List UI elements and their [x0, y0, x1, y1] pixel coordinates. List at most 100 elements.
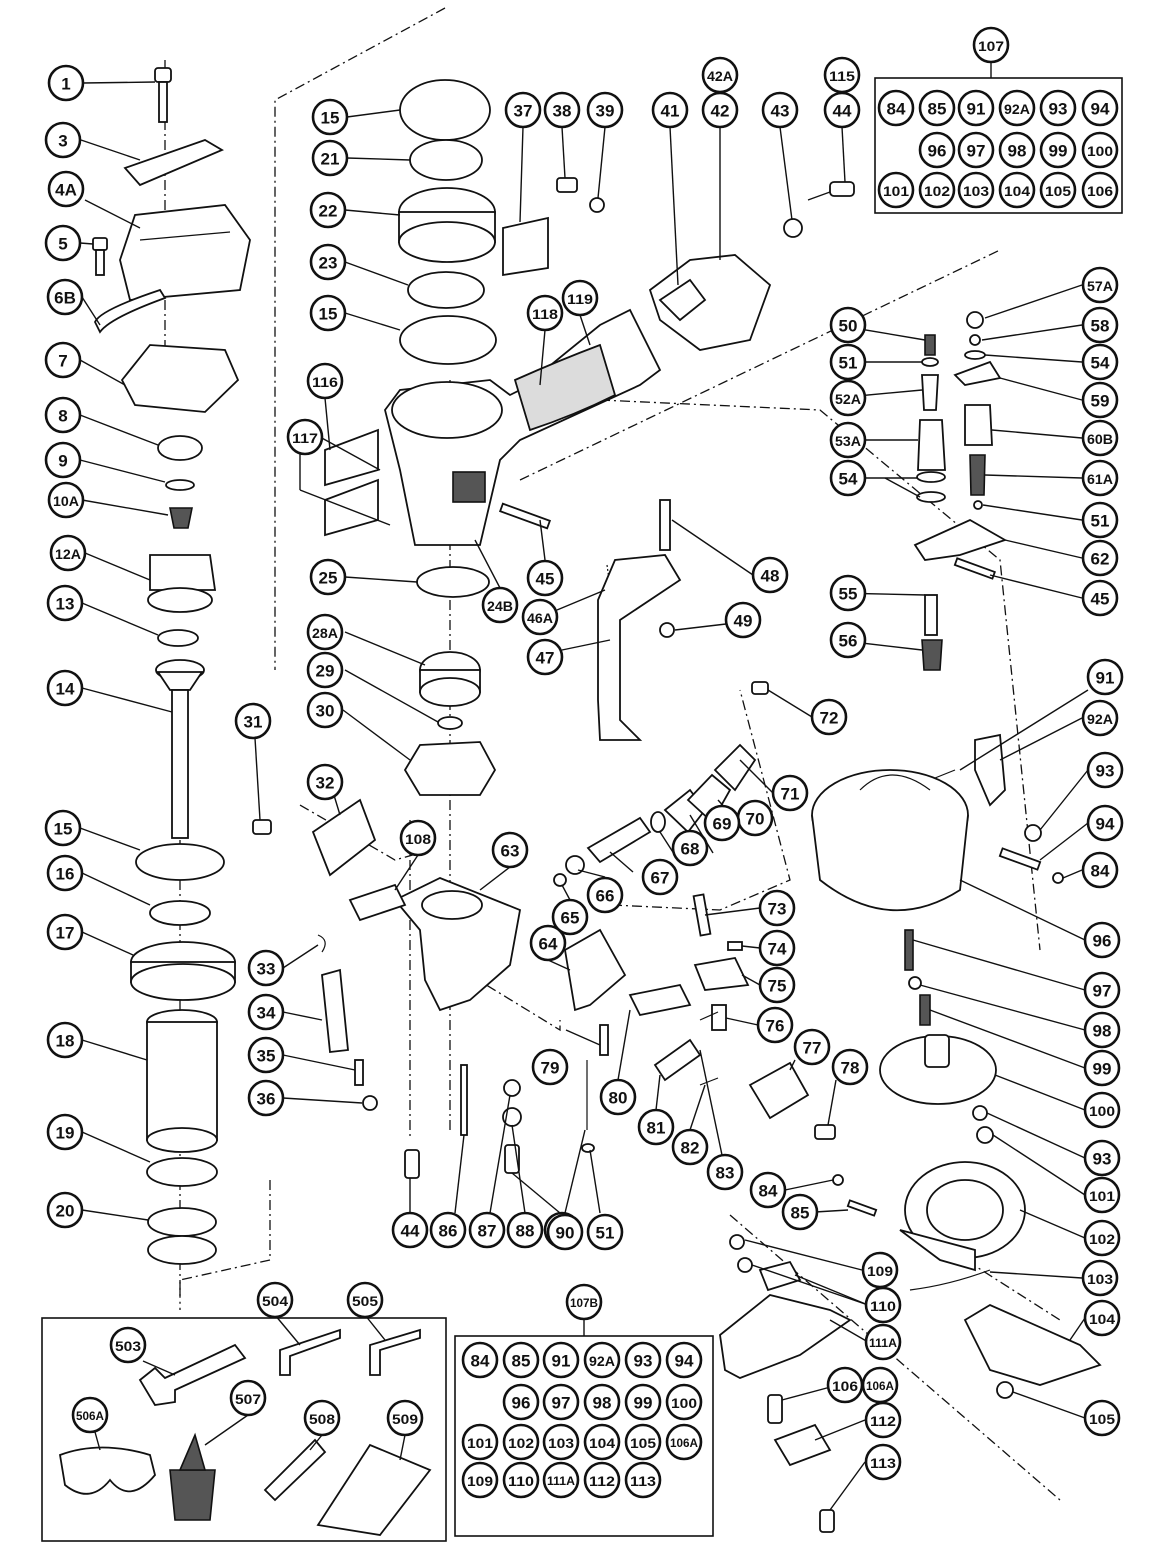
callout-circle	[1081, 171, 1119, 209]
callout-circle	[46, 1113, 84, 1151]
callout-number: 1	[61, 75, 70, 94]
callout-93: 93	[624, 1341, 662, 1379]
callout-number: 102	[924, 183, 950, 199]
callout-63: 63	[491, 831, 529, 869]
callout-51: 51	[829, 343, 867, 381]
callout-number: 93	[634, 1352, 653, 1371]
callout-number: 19	[56, 1124, 75, 1143]
callout-13: 13	[46, 584, 84, 622]
callout-number: 99	[1093, 1060, 1112, 1079]
callout-34: 34	[247, 993, 285, 1031]
callout-number: 51	[596, 1224, 615, 1243]
callout-number: 104	[1089, 1311, 1115, 1327]
callout-number: 115	[829, 68, 855, 84]
callout-number: 54	[839, 470, 858, 489]
callout-48: 48	[751, 556, 789, 594]
callout-number: 93	[1049, 100, 1068, 119]
callout-106a: 106A	[665, 1423, 703, 1461]
callout-circle	[957, 131, 995, 169]
callout-16: 16	[46, 854, 84, 892]
callout-36: 36	[247, 1079, 285, 1117]
callout-92a: 92A	[998, 89, 1036, 127]
callout-97: 97	[957, 131, 995, 169]
callout-38: 38	[543, 91, 581, 129]
callout-number: 103	[1087, 1271, 1113, 1287]
callout-75: 75	[758, 966, 796, 1004]
callout-number: 73	[768, 900, 787, 919]
callout-9: 9	[44, 441, 82, 479]
callout-number: 47	[536, 649, 555, 668]
callout-number: 38	[553, 102, 572, 121]
callout-circle	[1086, 804, 1124, 842]
callout-number: 88	[516, 1222, 535, 1241]
callout-99: 99	[1039, 131, 1077, 169]
callout-number: 12A	[55, 546, 81, 562]
callout-106: 106	[1081, 171, 1119, 209]
tools-box	[41, 1317, 447, 1542]
callout-106: 106	[826, 1366, 864, 1404]
callout-number: 92A	[1087, 711, 1113, 727]
callout-46a: 46A	[521, 598, 559, 636]
callout-number: 104	[589, 1435, 615, 1451]
callout-83: 83	[706, 1153, 744, 1191]
callout-number: 84	[759, 1182, 778, 1201]
callout-number: 97	[552, 1394, 571, 1413]
callout-circle	[758, 929, 796, 967]
callout-15: 15	[44, 809, 82, 847]
callout-1: 1	[47, 64, 85, 102]
callout-circle	[306, 651, 344, 689]
callout-circle	[586, 876, 624, 914]
callout-5: 5	[44, 224, 82, 262]
callout-circle	[671, 1128, 709, 1166]
callout-circle	[504, 91, 542, 129]
callout-number: 43	[771, 102, 790, 121]
callout-circle	[481, 586, 519, 624]
callout-circle	[829, 306, 867, 344]
callout-circle	[309, 243, 347, 281]
callout-number: 31	[244, 713, 263, 732]
callout-53a: 53A	[829, 421, 867, 459]
callout-94: 94	[665, 1341, 703, 1379]
callout-18: 18	[46, 1021, 84, 1059]
callout-number: 85	[512, 1352, 531, 1371]
callout-circle	[491, 831, 529, 869]
callout-number: 20	[56, 1202, 75, 1221]
callout-circle	[47, 481, 85, 519]
callout-number: 5	[58, 235, 67, 254]
callout-21: 21	[311, 139, 349, 177]
callout-number: 79	[541, 1059, 560, 1078]
callout-112: 112	[583, 1461, 621, 1499]
callout-circle	[391, 1211, 429, 1249]
callout-number: 9	[58, 452, 67, 471]
callout-90: 90	[546, 1213, 584, 1251]
callout-54: 54	[829, 459, 867, 497]
callout-84: 84	[749, 1171, 787, 1209]
callout-8: 8	[44, 396, 82, 434]
callout-number: 508	[309, 1411, 335, 1427]
callout-number: 18	[56, 1032, 75, 1051]
callout-circle	[502, 1423, 540, 1461]
callout-number: 101	[883, 183, 909, 199]
callout-97: 97	[542, 1383, 580, 1421]
callout-number: 45	[536, 570, 555, 589]
callout-82: 82	[671, 1128, 709, 1166]
callout-100: 100	[1081, 131, 1119, 169]
callout-506a: 506A	[71, 1396, 109, 1434]
callout-93: 93	[1039, 89, 1077, 127]
callout-circle	[583, 1461, 621, 1499]
callout-76: 76	[756, 1006, 794, 1044]
callout-number: 101	[1089, 1188, 1115, 1204]
callout-circle	[1083, 1219, 1121, 1257]
callout-25: 25	[309, 558, 347, 596]
callout-number: 94	[1091, 100, 1110, 119]
callout-circle	[46, 854, 84, 892]
callout-65: 65	[551, 898, 589, 936]
callout-number: 15	[54, 820, 73, 839]
callout-number: 67	[651, 869, 670, 888]
callout-85: 85	[502, 1341, 540, 1379]
callout-104: 104	[998, 171, 1036, 209]
callout-circle	[823, 56, 861, 94]
callout-number: 94	[1096, 815, 1115, 834]
callout-59: 59	[1081, 381, 1119, 419]
callout-number: 15	[321, 109, 340, 128]
